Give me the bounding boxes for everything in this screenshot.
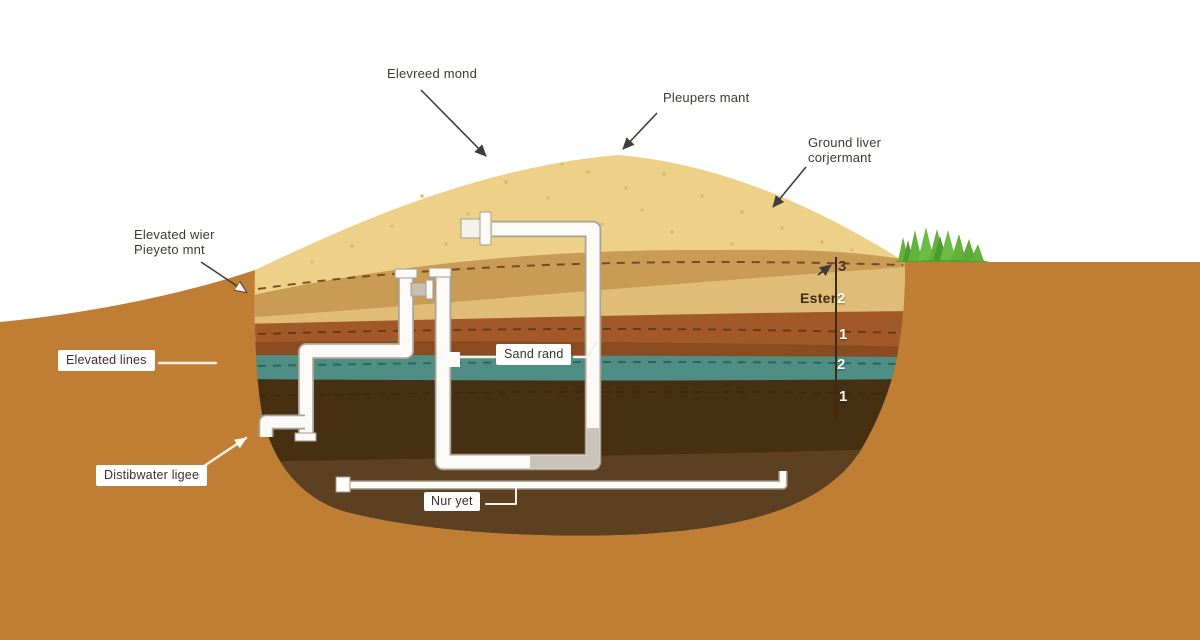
arrow-elevated-wier: [200, 261, 246, 292]
arrow-pleupers: [622, 112, 658, 150]
label-elevated-mound: Elevreed mond: [387, 66, 478, 81]
grass-tuft: [893, 227, 990, 262]
label-ground-cover-line1: Ground liver: [808, 135, 882, 150]
label-sand-band: Sand rand: [496, 344, 572, 365]
sand-speckles: [310, 162, 854, 264]
pipe-flange: [479, 211, 492, 246]
depth-mark-2: 2: [837, 290, 846, 307]
leader-nur: [485, 488, 517, 505]
lateral-end-cap: [335, 476, 351, 493]
annotation-arrows: [200, 89, 807, 292]
label-elevated-wier-line1: Elevated wier: [134, 227, 215, 242]
depth-scale-line: [817, 257, 837, 420]
label-elevated-wier: Elevated wier Pieyeto mnt: [134, 227, 215, 257]
pipe-network: [258, 220, 788, 490]
riser-collar: [428, 267, 452, 278]
label-distribution-line: Distibwater ligee: [96, 465, 208, 486]
leader-distribution: [202, 436, 248, 468]
depth-mark-5: 1: [839, 388, 848, 405]
drop-pipe-cap: [294, 432, 317, 442]
pipe-fittings: [294, 211, 492, 493]
label-elevated-wier-line2: Pieyeto mnt: [134, 242, 205, 257]
depth-mark-4: 2: [837, 356, 846, 373]
leader-lines: [157, 340, 598, 505]
tee-flange: [425, 279, 434, 300]
sand-bracket-right: [572, 340, 598, 359]
depth-mark-3: 1: [839, 326, 848, 343]
label-ground-cover-line2: corjermant: [808, 150, 872, 165]
depth-scale-label: Ester: [800, 290, 837, 306]
riser-collar: [394, 268, 418, 279]
arrow-elevated-mound: [420, 89, 487, 157]
label-nur-yet: Nur yet: [424, 492, 480, 511]
strata-dashed-lines: [257, 260, 904, 397]
label-ground-cover: Ground liver corjermant: [808, 135, 881, 165]
sand-bracket-anchor: [447, 352, 460, 367]
depth-mark-1: 3: [838, 258, 847, 275]
arrow-ground-cover: [772, 166, 807, 208]
pipe-end-cap: [460, 218, 482, 239]
label-pleupers-mant: Pleupers mant: [663, 90, 750, 105]
tee-fitting: [410, 282, 428, 297]
label-elevated-lines: Elevated lines: [58, 350, 155, 371]
